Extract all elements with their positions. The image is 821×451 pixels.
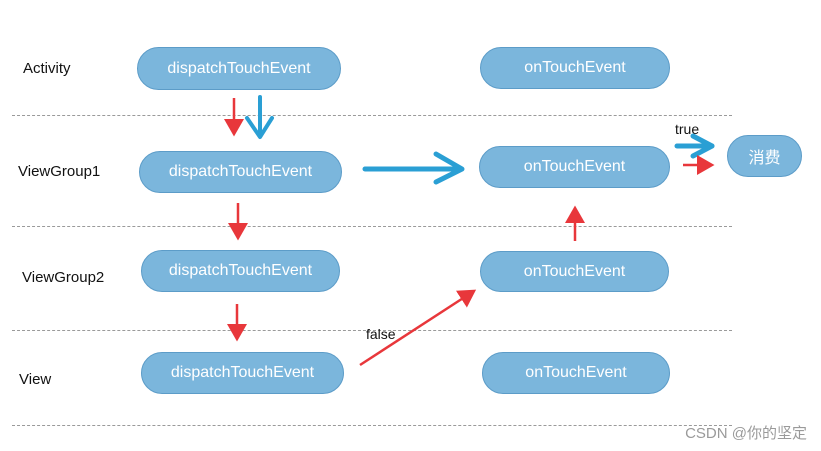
layer-label-viewgroup2: ViewGroup2: [22, 269, 105, 286]
layer-divider: [12, 115, 732, 116]
viewgroup1-ontouch-node: onTouchEvent: [479, 146, 670, 188]
viewgroup2-dispatch-node: dispatchTouchEvent: [141, 250, 340, 292]
red-arrow-view-dispatch-to-vg2-ontouch: [359, 289, 477, 367]
layer-divider: [12, 425, 732, 426]
blue-arrow-vg1-dispatch-to-ontouch: [362, 151, 465, 185]
edge-label-false: false: [366, 326, 396, 342]
viewgroup2-ontouch-node: onTouchEvent: [480, 251, 669, 292]
edge-label-true: true: [675, 121, 700, 137]
view-ontouch-node: onTouchEvent: [482, 352, 670, 394]
consume-node: 消费: [727, 135, 802, 177]
activity-ontouch-node: onTouchEvent: [480, 47, 670, 89]
layer-label-viewgroup1: ViewGroup1: [18, 163, 101, 180]
watermark: CSDN @你的坚定: [685, 425, 807, 442]
activity-dispatch-node: dispatchTouchEvent: [137, 47, 341, 90]
layer-label-activity: Activity: [23, 60, 71, 77]
layer-divider: [12, 330, 732, 331]
blue-arrow-to-consume: [674, 133, 715, 159]
layer-label-view: View: [19, 371, 52, 388]
blue-arrow-down-activity-to-vg1: [245, 95, 274, 139]
view-dispatch-node: dispatchTouchEvent: [141, 352, 344, 394]
layer-divider: [12, 226, 732, 227]
viewgroup1-dispatch-node: dispatchTouchEvent: [139, 151, 342, 193]
